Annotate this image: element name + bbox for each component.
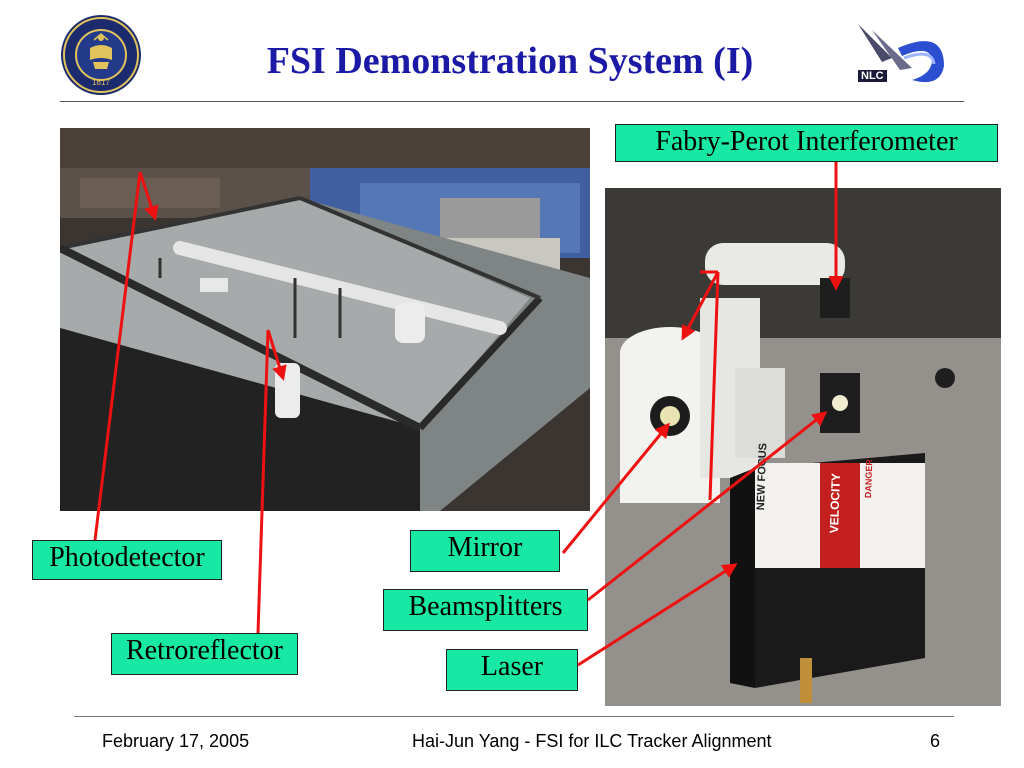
- arrow-mirror-1-tip: [681, 271, 720, 341]
- footer-rule: [74, 716, 954, 717]
- arrow-photodetector-tip: [138, 171, 159, 221]
- photo-optical-table: [60, 128, 590, 511]
- slide-title: FSI Demonstration System (I): [266, 40, 754, 82]
- nlc-logo: NLC: [852, 18, 952, 98]
- photo-laser-setup: NEW FOCUS VELOCITY DANGER: [605, 188, 1001, 706]
- nlc-logo-icon: [858, 24, 944, 83]
- title-underline: [60, 101, 964, 102]
- footer-title: Hai-Jun Yang - FSI for ILC Tracker Align…: [412, 731, 772, 751]
- arrow-mirror-1: [708, 271, 720, 501]
- arrow-retroreflector-stem: [256, 329, 270, 634]
- arrow-photodetector: [93, 171, 142, 541]
- arrow-mirror-main: [561, 422, 670, 554]
- footer-page-number: 6: [930, 731, 941, 751]
- label-mirror: Mirror: [410, 530, 560, 572]
- label-photodetector: Photodetector: [32, 540, 222, 580]
- arrow-retroreflector-tip: [266, 329, 287, 381]
- arrow-laser: [577, 563, 738, 667]
- label-fabry-perot-interferometer: Fabry-Perot Interferometer: [615, 124, 998, 162]
- label-beamsplitters: Beamsplitters: [383, 589, 588, 631]
- university-seal-logo: 1817: [60, 14, 142, 96]
- seal-year: 1817: [92, 78, 110, 87]
- footer-date: February 17, 2005: [102, 731, 250, 751]
- optical-table-photo: [60, 128, 590, 511]
- nlc-logo-text: NLC: [858, 70, 887, 82]
- university-of-michigan-seal-icon: [61, 15, 141, 95]
- label-laser: Laser: [446, 649, 578, 691]
- arrow-beamsplitters: [587, 411, 828, 602]
- label-retroreflector: Retroreflector: [111, 633, 298, 675]
- laser-setup-photo: [605, 188, 1001, 706]
